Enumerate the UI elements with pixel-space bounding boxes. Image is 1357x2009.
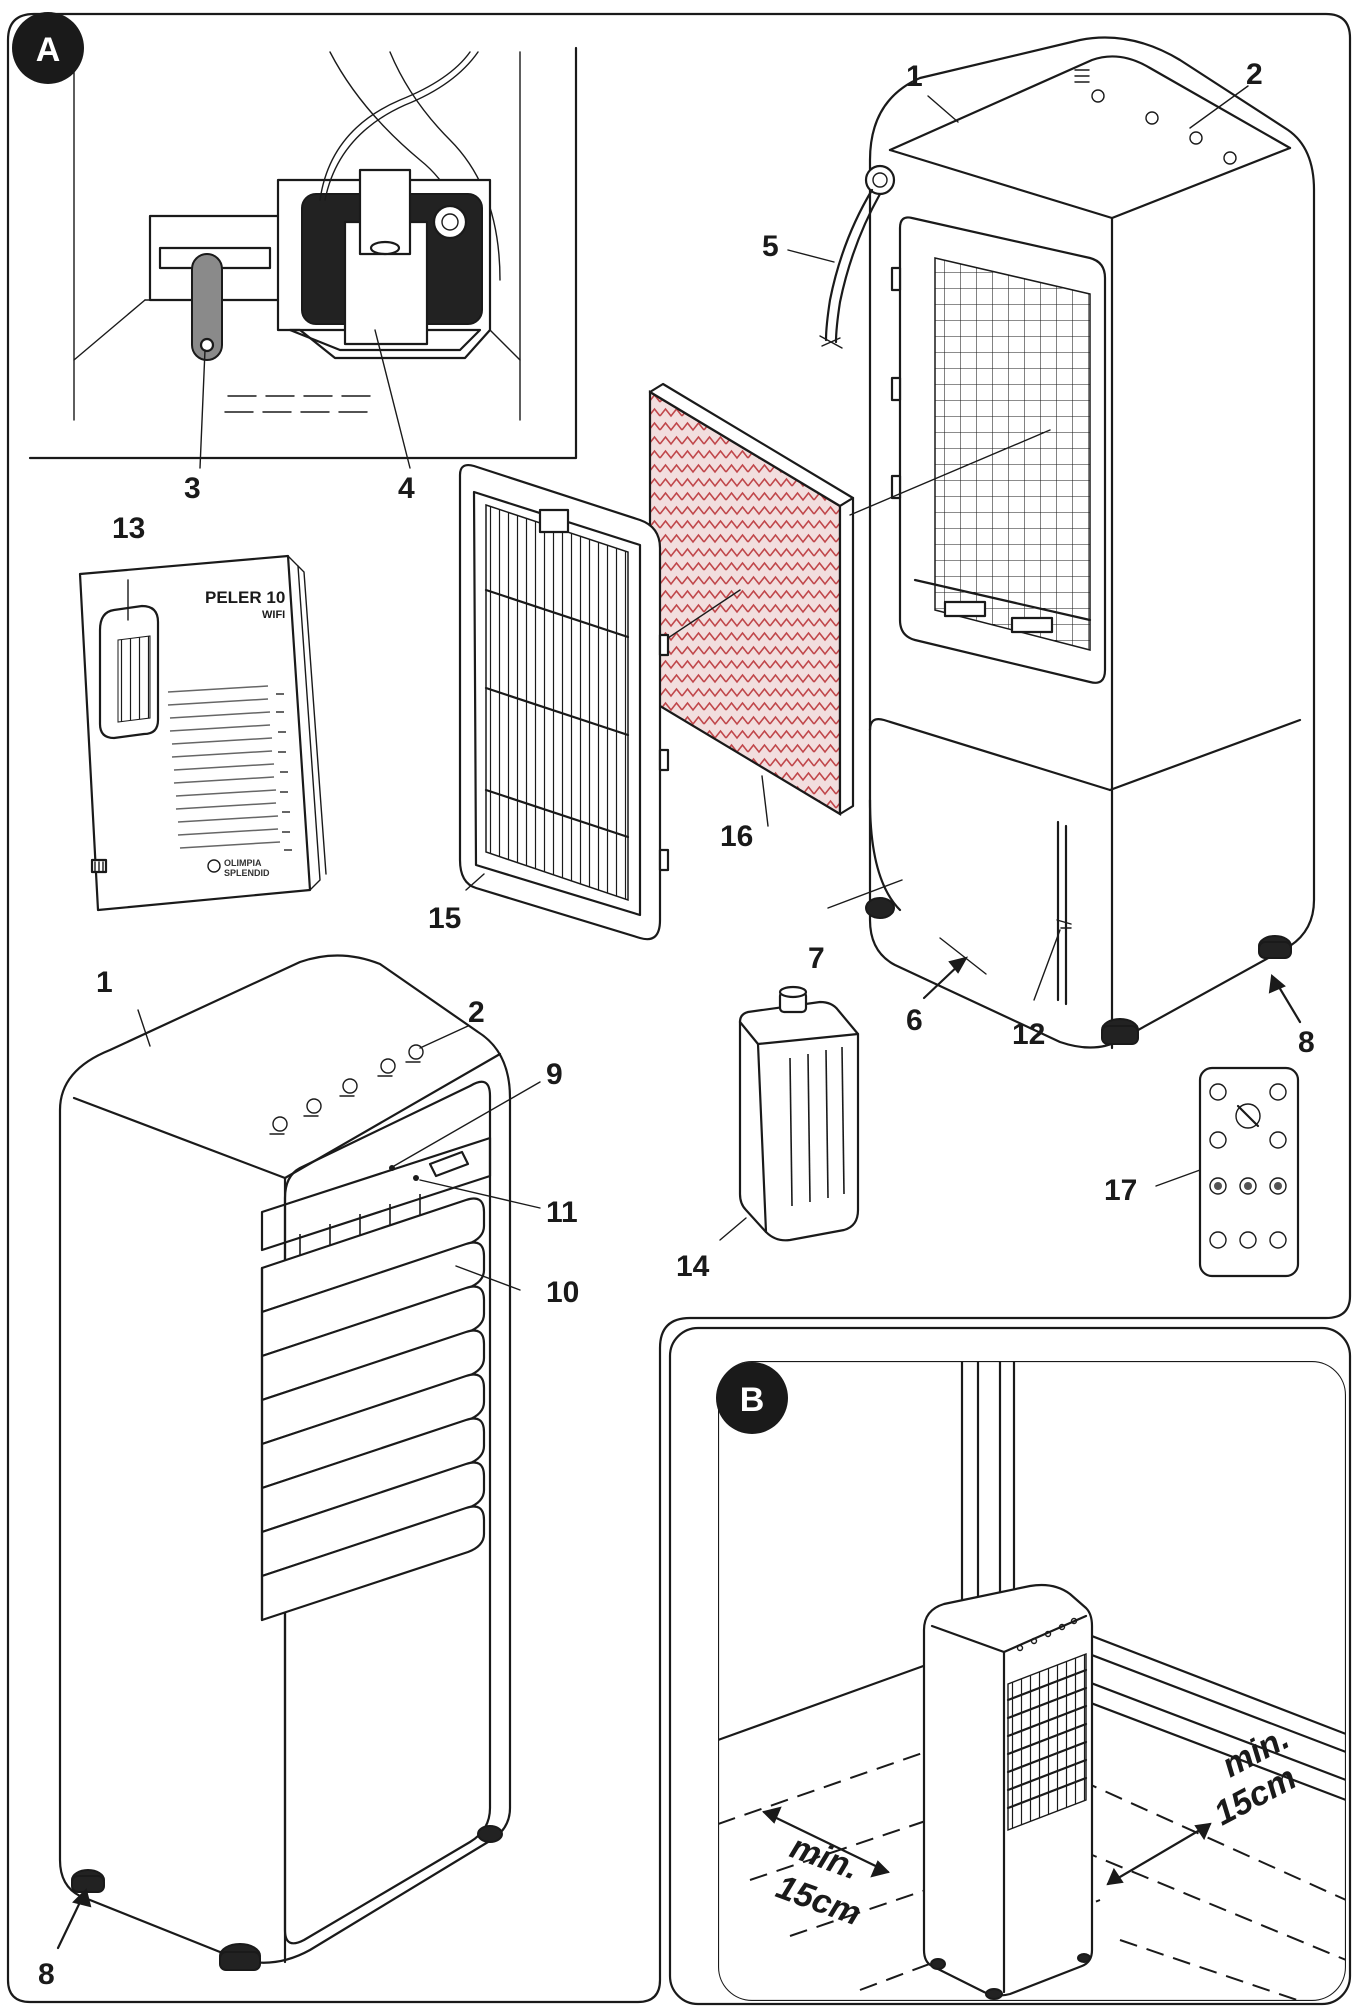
callout-1-bottom: 1: [96, 966, 113, 999]
inset-water-tank-detail: [28, 46, 578, 469]
caster-wheels: [865, 897, 1292, 1045]
callout-10: 10: [546, 1276, 579, 1309]
callout-2-top: 2: [1246, 58, 1263, 91]
clearance-arrow-right: [1106, 1822, 1212, 1886]
callout-3: 3: [184, 472, 201, 505]
cooler-rear-view: [819, 36, 1316, 1050]
badge-b: B: [716, 1362, 788, 1434]
callout-6: 6: [906, 1004, 923, 1037]
cooler-front-view: [58, 954, 512, 1971]
callout-17: 17: [1104, 1174, 1137, 1207]
manual-title: PELER 10: [205, 588, 285, 607]
callout-16: 16: [720, 820, 753, 853]
manual-brand-line2: SPLENDID: [224, 868, 270, 878]
manual-language-lines: [167, 685, 281, 849]
manual-subtitle: WIFI: [262, 609, 285, 621]
callout-1-top: 1: [906, 60, 923, 93]
front-control-panel: [269, 1044, 424, 1135]
svg-text:A: A: [36, 31, 61, 69]
callout-13: 13: [112, 512, 145, 545]
panel-b: [668, 1326, 1352, 2006]
leader-lines: [137, 85, 1249, 1291]
callout-7: 7: [808, 942, 825, 975]
pointer-arrows: [56, 956, 1302, 1950]
panel-a: [6, 12, 1352, 2004]
svg-text:B: B: [740, 1381, 765, 1419]
callout-labels: 1 2 3 4 5 6 7 8 9 10 11 12 13 14 15 16 1…: [38, 58, 1315, 1991]
cooling-filter-pad: [648, 382, 1051, 816]
callout-8-left: 8: [38, 1958, 55, 1991]
instruction-manual: PELER 10 WIFI OLIMPIA SPLENDID: [78, 554, 327, 912]
callout-9: 9: [546, 1058, 563, 1091]
manual-brand-line1: OLIMPIA: [224, 858, 262, 868]
remote-control: [1198, 1066, 1300, 1278]
callout-5: 5: [762, 230, 779, 263]
callout-4: 4: [398, 472, 415, 505]
callout-2-bottom: 2: [468, 996, 485, 1029]
front-caster-wheels: [71, 1825, 503, 1971]
louvre-slats: [260, 1197, 486, 1622]
callout-11: 11: [546, 1196, 578, 1229]
callout-12: 12: [1012, 1018, 1045, 1051]
clearance-arrow-left: [762, 1806, 890, 1878]
placement-scene: [718, 1361, 1346, 2001]
ice-pack: [738, 985, 860, 1242]
rear-grille-cover: [458, 463, 670, 941]
callout-14: 14: [676, 1250, 710, 1283]
callout-8-right: 8: [1298, 1026, 1315, 1059]
callout-15: 15: [428, 902, 461, 935]
placed-cooler: [922, 1583, 1094, 2000]
badge-a: A: [12, 12, 84, 84]
top-control-icons: [1074, 69, 1237, 165]
